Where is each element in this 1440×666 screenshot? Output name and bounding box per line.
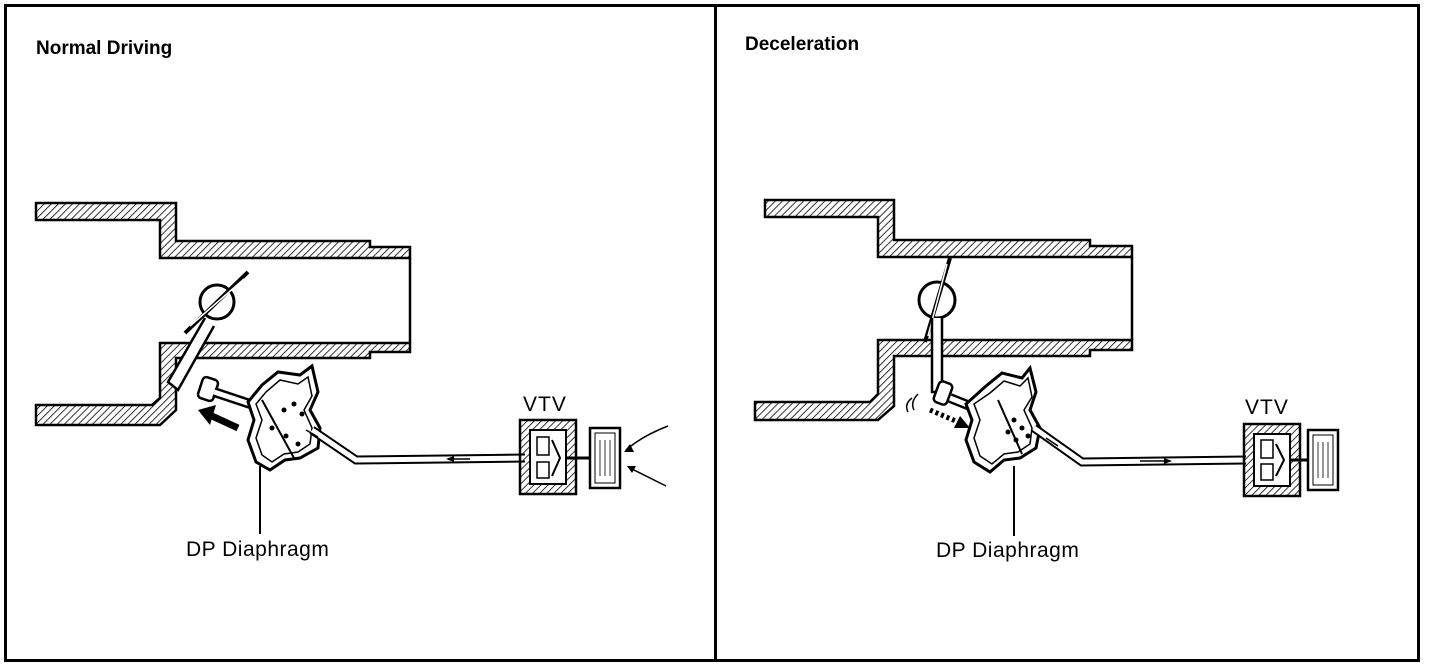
throttle-body-lower-wall <box>34 341 412 427</box>
plunger-return-arrow-icon <box>905 393 970 428</box>
vacuum-hose <box>305 426 526 465</box>
figure-frame <box>4 4 1420 662</box>
vtv-label-normal: VTV <box>523 393 567 416</box>
air-filter-element-icon <box>588 426 622 490</box>
throttle-butterfly-valve-icon <box>183 270 250 335</box>
panel-title-deceleration: Deceleration <box>745 34 860 55</box>
normal-driving-diagram <box>34 201 669 534</box>
air-filter-element-icon <box>1306 428 1340 492</box>
vacuum-hose <box>1031 424 1247 467</box>
throttle-lever <box>166 317 216 392</box>
throttle-body-upper-wall <box>763 198 1134 259</box>
throttle-body-lower-wall <box>753 338 1134 422</box>
dp-diaphragm-label-normal: DP Diaphragm <box>186 538 330 561</box>
throttle-body-upper-wall <box>34 201 412 260</box>
dashpot-diaphragm-icon <box>246 363 322 472</box>
vacuum-transmitting-valve-icon <box>1242 422 1312 498</box>
panel-divider <box>714 4 717 662</box>
panel-title-normal-driving: Normal Driving <box>36 38 173 59</box>
vtv-label-deceleration: VTV <box>1245 396 1289 419</box>
dashpot-diaphragm-icon <box>964 364 1042 474</box>
plunger-push-arrow-icon <box>198 405 240 432</box>
incoming-air-arrow-icon <box>624 425 669 487</box>
dp-diaphragm-label-deceleration: DP Diaphragm <box>936 539 1080 562</box>
vacuum-transmitting-valve-icon <box>518 418 592 496</box>
